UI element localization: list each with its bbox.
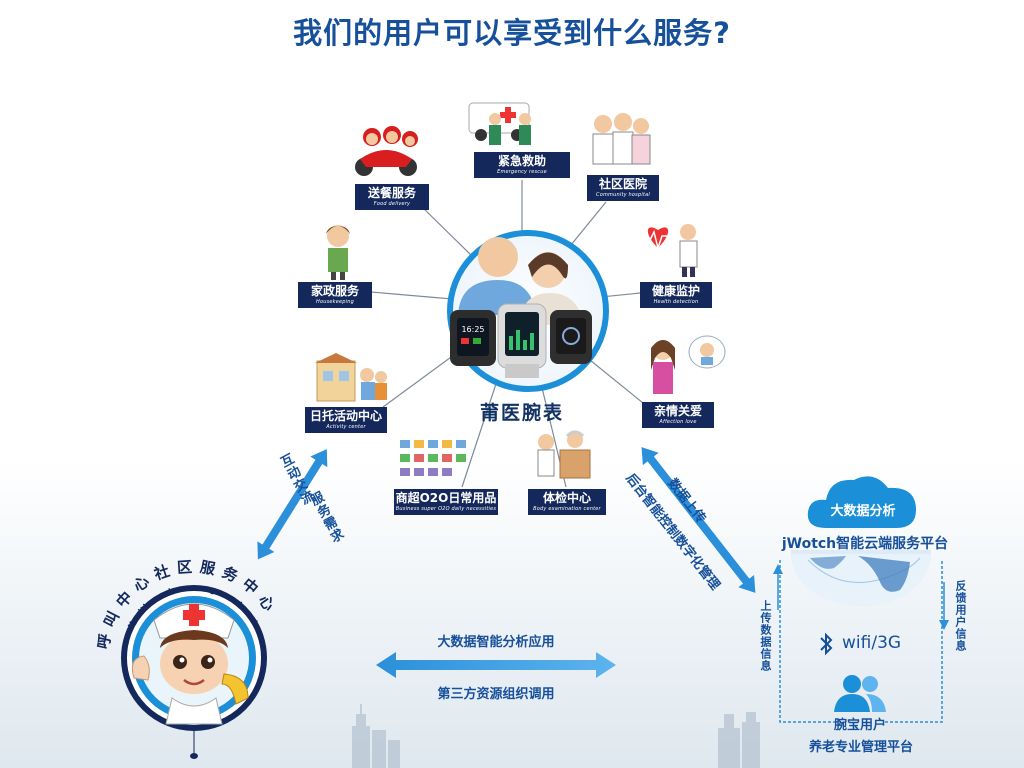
users-icon	[834, 675, 886, 712]
connectivity-label: wifi/3G	[842, 633, 902, 653]
feedback-label: 反馈用户信息	[954, 580, 967, 652]
housekeeper-icon	[326, 225, 350, 280]
shopping-icon	[400, 440, 466, 476]
cloud-label: 大数据分析	[830, 504, 896, 519]
elder-platform-label: 养老专业管理平台	[808, 740, 913, 755]
watch-time: 16:25	[461, 325, 484, 334]
cloud-icon	[807, 476, 916, 528]
heart-monitor-icon	[640, 224, 698, 277]
platform-title: jWotch智能云端服务平台	[781, 536, 949, 552]
bottom-arrow-label-2: 第三方资源组织调用	[437, 687, 555, 702]
left-double-arrow	[257, 449, 328, 560]
health-center-text: 呼叫中心社区服务中心 Health service management cen…	[94, 557, 282, 650]
food-delivery-icon	[355, 126, 418, 176]
examination-icon	[537, 430, 591, 479]
family-call-icon	[651, 335, 726, 394]
bluetooth-icon	[820, 632, 833, 656]
globe-icon	[791, 550, 931, 606]
health-center-seal	[121, 585, 267, 759]
doctors-icon	[592, 113, 651, 165]
bottom-arrow-label-1: 大数据智能分析应用	[437, 635, 555, 650]
bottom-double-arrow	[376, 652, 616, 678]
hub-label: 莆医腕表	[479, 402, 564, 424]
svg-text:呼叫中心社区服务中心: 呼叫中心社区服务中心	[94, 557, 282, 650]
right-double-arrow	[641, 447, 756, 593]
ambulance-icon	[468, 102, 531, 145]
users-label: 腕宝用户	[833, 718, 886, 733]
upload-label: 上传数据信息	[759, 600, 772, 672]
activity-center-icon	[315, 353, 387, 402]
city-skyline	[352, 704, 760, 768]
health-center-cn: 呼叫中心社区服务中心	[94, 557, 275, 650]
page-title: 我们的用户可以享受到什么服务?	[293, 16, 731, 50]
smartwatch-icon: 16:25	[450, 303, 592, 378]
